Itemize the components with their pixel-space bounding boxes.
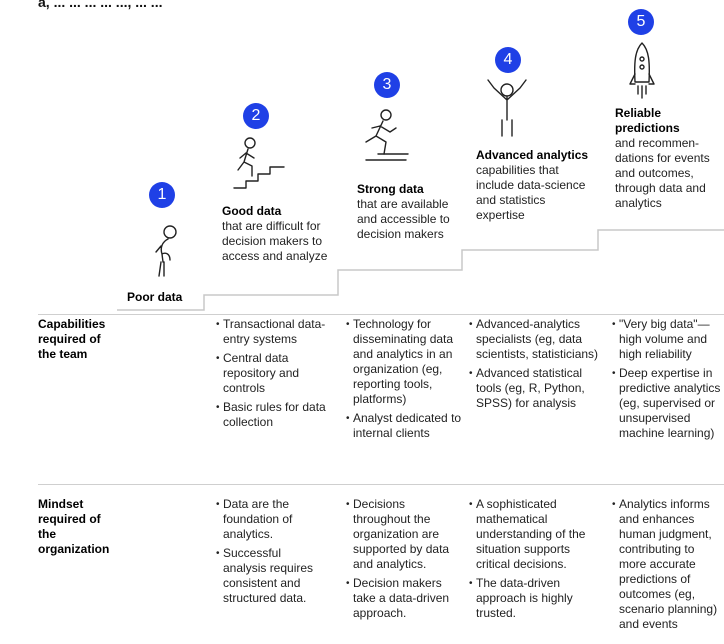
capabilities-item: Transactional data-entry systems: [216, 317, 334, 347]
capabilities-item: Deep expertise in predictive analytics (…: [612, 366, 722, 441]
stage-3-text: Strong data that are available and acces…: [357, 182, 467, 242]
mindset-item: Data are the foundation of analytics.: [216, 497, 324, 542]
capabilities-item: Technology for disseminating data and an…: [346, 317, 464, 407]
stage-4-desc: capabilities that include data-science a…: [476, 163, 586, 222]
stage-4-text: Advanced analytics capabilities that inc…: [476, 148, 594, 223]
celebrating-person-icon: [487, 79, 527, 137]
mindset-item: Successful analysis requires consistent …: [216, 546, 324, 606]
capabilities-item: Basic rules for data collection: [216, 400, 334, 430]
stage-4-head: Advanced analytics: [476, 148, 589, 162]
mindset-row-label: Mindset required of the organization: [38, 497, 110, 556]
stage-1-badge: 1: [149, 182, 175, 208]
mindset-item: Decision makers take a data-driven appro…: [346, 576, 458, 621]
divider-middle: [38, 484, 724, 485]
capabilities-item: "Very big data"—high volume and high rel…: [612, 317, 722, 362]
capabilities-col-4: "Very big data"—high volume and high rel…: [612, 317, 722, 445]
mindset-item: The data-driven approach is highly trust…: [469, 576, 599, 621]
stage-2-badge: 2: [243, 103, 269, 129]
capabilities-item: Central data repository and controls: [216, 351, 334, 396]
rocket-icon: [629, 42, 655, 99]
capabilities-col-3: Advanced-analytics specialists (eg, data…: [469, 317, 599, 415]
stage-3-head: Strong data: [357, 182, 424, 196]
mindset-item: Decisions throughout the organization ar…: [346, 497, 458, 572]
stage-2-desc: that are difficult for decision makers t…: [222, 219, 328, 263]
page-title-fragment: a, ... ... ... ... ..., ... ...: [38, 0, 163, 10]
stage-3-desc: that are available and accessible to dec…: [357, 197, 450, 241]
capabilities-col-1: Transactional data-entry systems Central…: [216, 317, 334, 434]
stage-2-head: Good data: [222, 204, 282, 218]
running-person-icon: [365, 109, 409, 161]
capabilities-item: Advanced-analytics specialists (eg, data…: [469, 317, 599, 362]
stage-5-text: Reliable predictions and recommen-dation…: [615, 106, 723, 211]
climbing-stairs-icon: [233, 137, 285, 189]
capabilities-item: Analyst dedicated to internal clients: [346, 411, 464, 441]
stage-5-desc: and recommen-dations for events and outc…: [615, 136, 710, 210]
stage-1-head: Poor data: [127, 290, 183, 304]
mindset-item: Analytics informs and enhances human jud…: [612, 497, 720, 632]
mindset-col-4: Analytics informs and enhances human jud…: [612, 497, 720, 636]
slouching-person-icon: [155, 225, 177, 277]
mindset-col-1: Data are the foundation of analytics. Su…: [216, 497, 324, 610]
divider-top: [38, 314, 724, 315]
capabilities-col-2: Technology for disseminating data and an…: [346, 317, 464, 445]
stage-4-badge: 4: [495, 47, 521, 73]
staircase-line: [117, 229, 724, 311]
capabilities-item: Advanced statistical tools (eg, R, Pytho…: [469, 366, 599, 411]
stage-3-badge: 3: [374, 72, 400, 98]
stage-1-text: Poor data: [127, 290, 207, 305]
stage-5-badge: 5: [628, 9, 654, 35]
mindset-col-3: A sophisticated mathematical understandi…: [469, 497, 599, 625]
stage-2-text: Good data that are difficult for decisio…: [222, 204, 332, 264]
mindset-item: A sophisticated mathematical understandi…: [469, 497, 599, 572]
capabilities-row-label: Capabilities required of the team: [38, 317, 106, 361]
stage-5-head: Reliable predictions: [615, 106, 680, 135]
mindset-col-2: Decisions throughout the organization ar…: [346, 497, 458, 625]
